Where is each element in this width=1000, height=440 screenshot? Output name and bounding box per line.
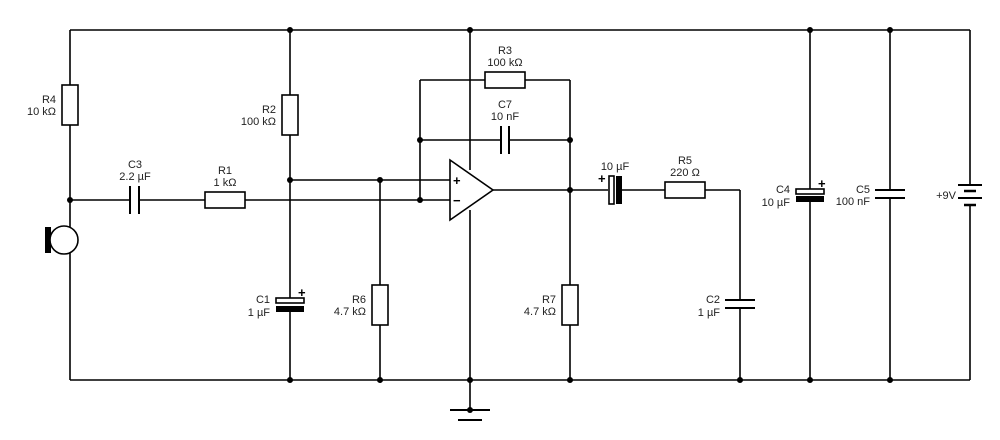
svg-text:+: + [818, 176, 826, 191]
junction-dot [287, 177, 293, 183]
svg-text:+: + [298, 285, 306, 300]
capacitor-c2 [725, 299, 755, 309]
label-c5-name: C5 [856, 184, 870, 196]
label-c7-value: 10 nF [491, 111, 519, 123]
junction-dot [287, 27, 293, 33]
label-r4-name: R4 [42, 94, 56, 106]
capacitor-c5 [875, 189, 905, 199]
resistor-r3 [484, 71, 526, 89]
junction-dot [807, 27, 813, 33]
junction-dot [287, 377, 293, 383]
resistor-r1 [204, 191, 246, 209]
junction-dot [807, 377, 813, 383]
junction-dot [567, 137, 573, 143]
label-c3-name: C3 [128, 159, 142, 171]
junction-dot [567, 377, 573, 383]
label-c1-name: C1 [256, 294, 270, 306]
label-c5-value: 100 nF [836, 196, 871, 208]
label-r7-name: R7 [542, 294, 556, 306]
resistor-r7 [561, 284, 579, 326]
junction-dot [67, 197, 73, 203]
junction-dot [887, 377, 893, 383]
label-r3-name: R3 [498, 45, 512, 57]
label-c2-name: C2 [706, 294, 720, 306]
noninverting-input-symbol: + [453, 173, 461, 188]
component-labels: R4 10 kΩ C3 2.2 µF R1 1 kΩ R2 100 kΩ C1 … [27, 45, 957, 319]
junction-dot [467, 27, 473, 33]
label-r1-name: R1 [218, 165, 232, 177]
label-r2-value: 100 kΩ [241, 116, 276, 128]
label-r6-value: 4.7 kΩ [334, 306, 366, 318]
junction-dot [887, 27, 893, 33]
junction-dot [737, 377, 743, 383]
label-r4-value: 10 kΩ [27, 106, 56, 118]
label-r7-value: 4.7 kΩ [524, 306, 556, 318]
battery-icon [958, 184, 982, 207]
junction-dot [417, 137, 423, 143]
label-r5-name: R5 [678, 155, 692, 167]
label-c2-value: 1 µF [698, 307, 721, 319]
label-c7-name: C7 [498, 99, 512, 111]
junction-dot [377, 377, 383, 383]
label-r3-value: 100 kΩ [487, 57, 522, 69]
label-r5-value: 220 Ω [670, 167, 700, 179]
label-battery-value: +9V [936, 190, 957, 202]
capacitor-c-out: + [598, 171, 622, 205]
inverting-input-symbol: − [453, 193, 461, 208]
junctions [67, 27, 893, 413]
label-c4-value: 10 µF [762, 197, 791, 209]
resistor-r4 [61, 84, 79, 126]
capacitor-c1: + [275, 285, 306, 312]
label-c-out-value: 10 µF [601, 161, 630, 173]
label-r1-value: 1 kΩ [214, 177, 237, 189]
capacitor-c4: + [795, 176, 826, 202]
microphone-icon [45, 225, 79, 255]
label-c3-value: 2.2 µF [119, 171, 151, 183]
resistor-r2 [281, 94, 299, 136]
junction-dot [567, 187, 573, 193]
label-c4-name: C4 [776, 184, 790, 196]
svg-text:+: + [598, 171, 606, 186]
label-c1-value: 1 µF [248, 307, 271, 319]
resistor-r5 [664, 181, 706, 199]
resistor-r6 [371, 284, 389, 326]
label-r6-name: R6 [352, 294, 366, 306]
capacitor-c3 [129, 186, 140, 214]
op-amp: + − [449, 158, 495, 222]
label-r2-name: R2 [262, 104, 276, 116]
junction-dot [467, 377, 473, 383]
junction-dot [377, 177, 383, 183]
ground-icon [450, 409, 490, 421]
junction-dot [417, 197, 423, 203]
capacitor-c7 [500, 126, 510, 154]
